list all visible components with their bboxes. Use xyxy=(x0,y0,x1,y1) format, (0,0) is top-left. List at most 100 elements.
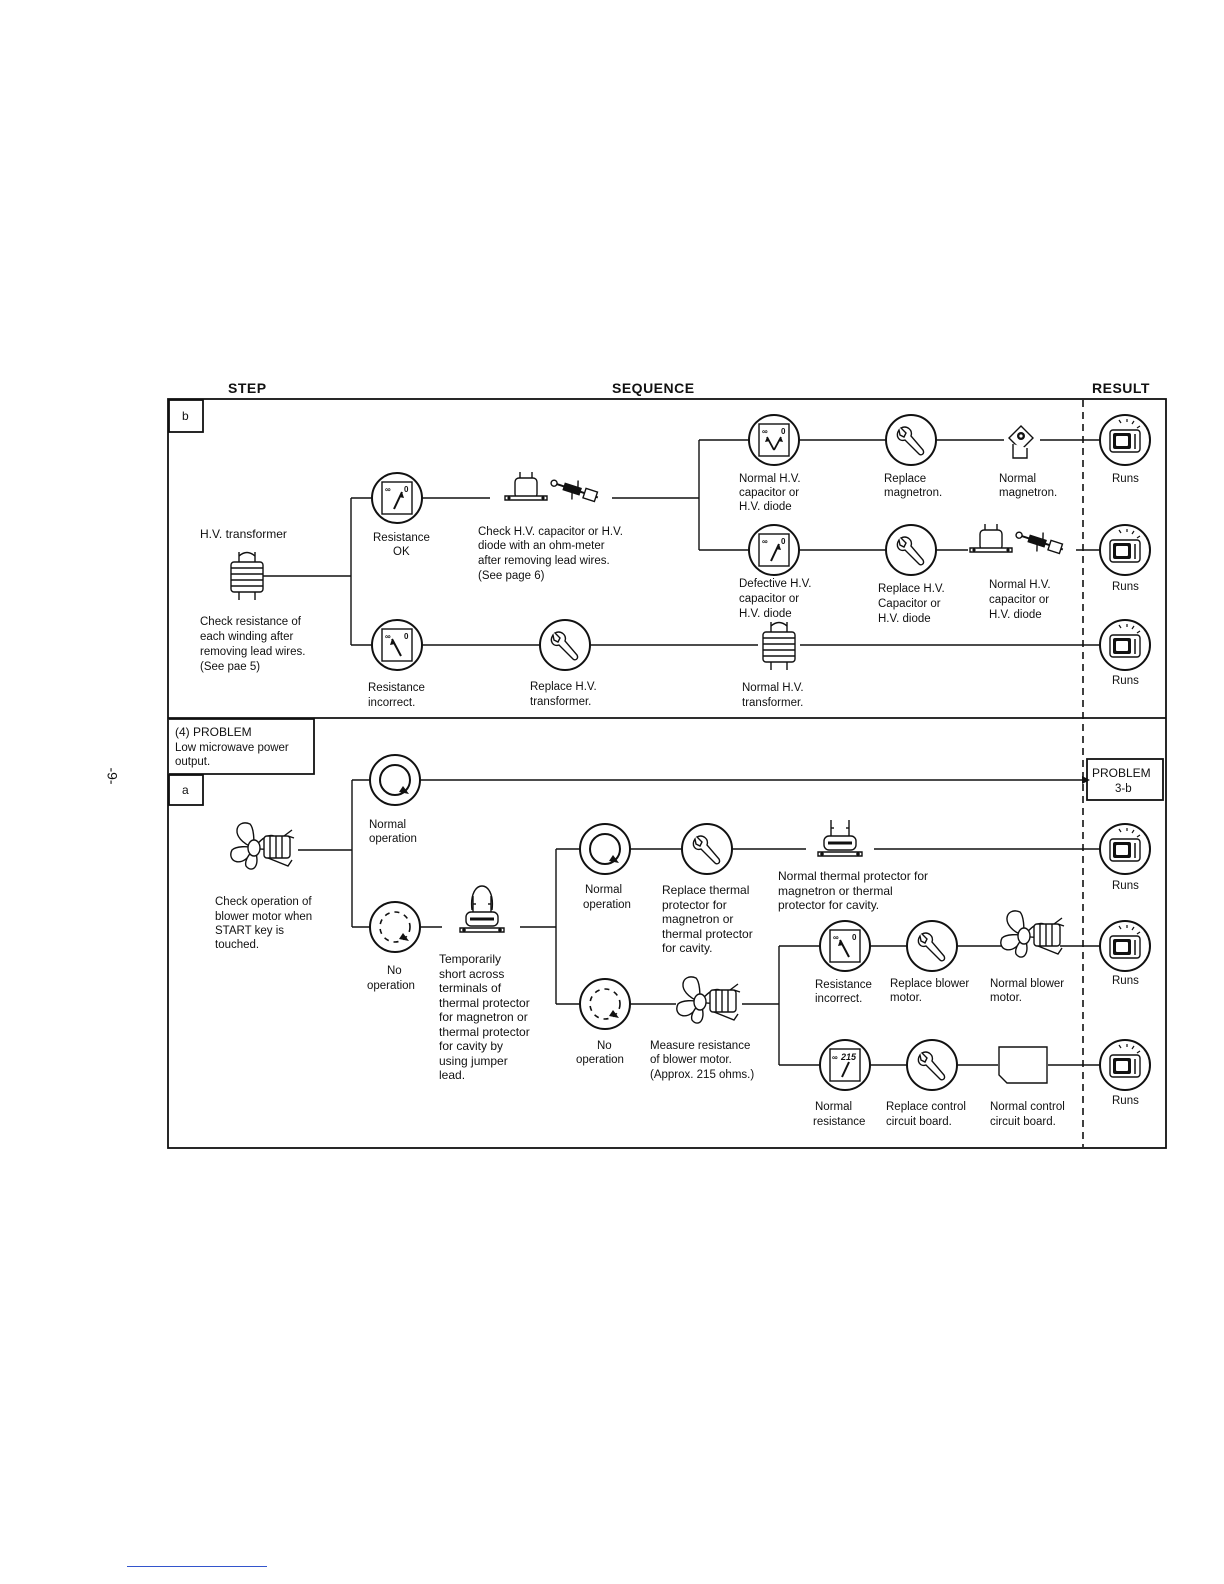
wrench-icon xyxy=(681,823,733,875)
thermal-protector-icon xyxy=(816,818,864,858)
svg-text:removing lead wires.: removing lead wires. xyxy=(200,646,305,658)
svg-text:using jumper: using jumper xyxy=(439,1054,508,1068)
flowchart-frame xyxy=(167,398,1167,1149)
magnetron-icon xyxy=(1008,425,1034,459)
resistance-incorrect-label: Resistance incorrect. xyxy=(368,682,425,709)
result-runs-label: Runs xyxy=(1112,675,1139,687)
svg-text:No: No xyxy=(597,1040,612,1052)
measure-resistance-text: Measure resistance of blower motor. (App… xyxy=(650,1040,754,1081)
thermal-protector-jumper-icon xyxy=(460,886,504,932)
svg-text:operation: operation xyxy=(576,1054,624,1066)
svg-text:Normal thermal protector for: Normal thermal protector for xyxy=(778,869,928,883)
svg-text:of blower motor.: of blower motor. xyxy=(650,1054,732,1066)
oven-runs-icon xyxy=(1099,823,1151,875)
ohmmeter-215-icon: ∞ 215 xyxy=(819,1039,871,1091)
svg-text:H.V. diode: H.V. diode xyxy=(989,609,1042,621)
svg-text:resistance: resistance xyxy=(813,1116,865,1128)
normal-thermal-text: Normal thermal protector for magnetron o… xyxy=(778,869,928,912)
svg-text:diode with an ohm-meter: diode with an ohm-meter xyxy=(478,540,605,552)
result-runs-label: Runs xyxy=(1112,473,1139,485)
svg-text:Resistance: Resistance xyxy=(368,682,425,694)
footnote-rule xyxy=(127,1566,267,1567)
svg-text:Normal blower: Normal blower xyxy=(990,978,1064,990)
svg-text:protector for cavity.: protector for cavity. xyxy=(778,898,879,912)
svg-text:each winding after: each winding after xyxy=(200,631,294,643)
normal-hv-cap-diode-label: Normal H.V. capacitor or H.V. diode xyxy=(739,473,801,513)
result-runs-label: Runs xyxy=(1112,581,1139,593)
result-runs-label: Runs xyxy=(1112,880,1139,892)
svg-text:touched.: touched. xyxy=(215,939,259,951)
svg-text:Replace: Replace xyxy=(884,473,926,485)
svg-text:Resistance: Resistance xyxy=(373,532,430,544)
no-operation-label-2: No operation xyxy=(576,1040,624,1066)
oven-runs-icon xyxy=(1099,920,1151,972)
problem-4-description: output. xyxy=(175,756,210,768)
problem-ref-title: PROBLEM xyxy=(1092,766,1151,780)
normal-resistance-label: Normal resistance xyxy=(813,1101,865,1128)
blower-dial-no-operation-icon xyxy=(579,978,631,1030)
hv-transformer-title: H.V. transformer xyxy=(200,527,287,541)
svg-text:Normal H.V.: Normal H.V. xyxy=(739,473,801,485)
svg-text:Measure resistance: Measure resistance xyxy=(650,1040,750,1052)
replace-hv-capacitor-label: Replace H.V. Capacitor or H.V. diode xyxy=(878,583,945,625)
blower-fan-icon xyxy=(230,822,295,870)
problem-ref-code: 3-b xyxy=(1115,783,1132,795)
normal-operation-label-2: Normal operation xyxy=(583,884,631,911)
svg-text:OK: OK xyxy=(393,546,410,558)
oven-runs-icon xyxy=(1099,524,1151,576)
problem-4-box xyxy=(169,718,315,775)
replace-thermal-text: Replace thermal protector for magnetron … xyxy=(662,883,753,955)
ohmmeter-incorrect-icon xyxy=(819,920,871,972)
blower-dial-normal-icon xyxy=(579,823,631,875)
svg-text:capacitor or: capacitor or xyxy=(739,593,799,605)
oven-runs-icon xyxy=(1099,1039,1151,1091)
defective-hv-label: Defective H.V. capacitor or H.V. diode xyxy=(739,578,811,620)
hv-transformer-icon xyxy=(762,621,796,671)
replace-control-label: Replace control circuit board. xyxy=(886,1101,966,1128)
normal-blower-label: Normal blower motor. xyxy=(990,978,1064,1004)
oven-runs-icon xyxy=(1099,414,1151,466)
header-sequence: SEQUENCE xyxy=(612,380,695,396)
ohmmeter-incorrect-icon xyxy=(371,619,423,671)
normal-control-label: Normal control circuit board. xyxy=(990,1101,1065,1128)
header-result: RESULT xyxy=(1092,380,1150,396)
normal-hv-cap-diode-label-2: Normal H.V. capacitor or H.V. diode xyxy=(989,579,1051,621)
blower-dial-no-operation-icon xyxy=(369,901,421,953)
svg-text:Check H.V. capacitor or H.V.: Check H.V. capacitor or H.V. xyxy=(478,526,623,538)
ohmmeter-ok-icon xyxy=(371,472,423,524)
resistance-ok-label: Resistance OK xyxy=(373,532,430,558)
svg-text:Normal H.V.: Normal H.V. xyxy=(989,579,1051,591)
replace-blower-label: Replace blower motor. xyxy=(890,978,969,1004)
wrench-icon xyxy=(885,414,937,466)
svg-text:magnetron.: magnetron. xyxy=(884,487,942,499)
svg-text:H.V. diode: H.V. diode xyxy=(739,608,792,620)
normal-hv-transformer-label: Normal H.V. transformer. xyxy=(742,682,804,709)
svg-text:thermal protector: thermal protector xyxy=(439,1025,530,1039)
svg-text:Replace control: Replace control xyxy=(886,1101,966,1113)
svg-text:Normal: Normal xyxy=(369,819,406,831)
hv-capacitor-diode-icon xyxy=(504,471,602,508)
svg-text:(See pae 5): (See pae 5) xyxy=(200,661,260,673)
svg-text:Temporarily: Temporarily xyxy=(439,952,501,966)
ohmmeter-ok-icon xyxy=(748,524,800,576)
svg-text:thermal protector: thermal protector xyxy=(662,927,753,941)
control-board-icon xyxy=(998,1046,1048,1084)
svg-text:START key is: START key is xyxy=(215,925,284,937)
svg-text:Replace thermal: Replace thermal xyxy=(662,883,749,897)
svg-text:terminals of: terminals of xyxy=(439,981,502,995)
problem-4-description: Low microwave power xyxy=(175,742,289,754)
section-a-tag-label: a xyxy=(182,783,189,797)
section-a-tag xyxy=(168,774,204,806)
svg-text:magnetron or thermal: magnetron or thermal xyxy=(778,884,893,898)
svg-text:Replace H.V.: Replace H.V. xyxy=(530,681,597,693)
ohmmeter-swing-icon xyxy=(748,414,800,466)
svg-text:for cavity.: for cavity. xyxy=(662,941,712,955)
resistance-incorrect-label-2: Resistance incorrect. xyxy=(815,979,872,1005)
replace-magnetron-label: Replace magnetron. xyxy=(884,473,942,499)
section-b-tag xyxy=(168,399,204,433)
header-step: STEP xyxy=(228,380,267,396)
svg-text:magnetron or: magnetron or xyxy=(662,912,733,926)
problem-4-title: (4) PROBLEM xyxy=(175,725,252,739)
svg-text:Normal: Normal xyxy=(815,1101,852,1113)
